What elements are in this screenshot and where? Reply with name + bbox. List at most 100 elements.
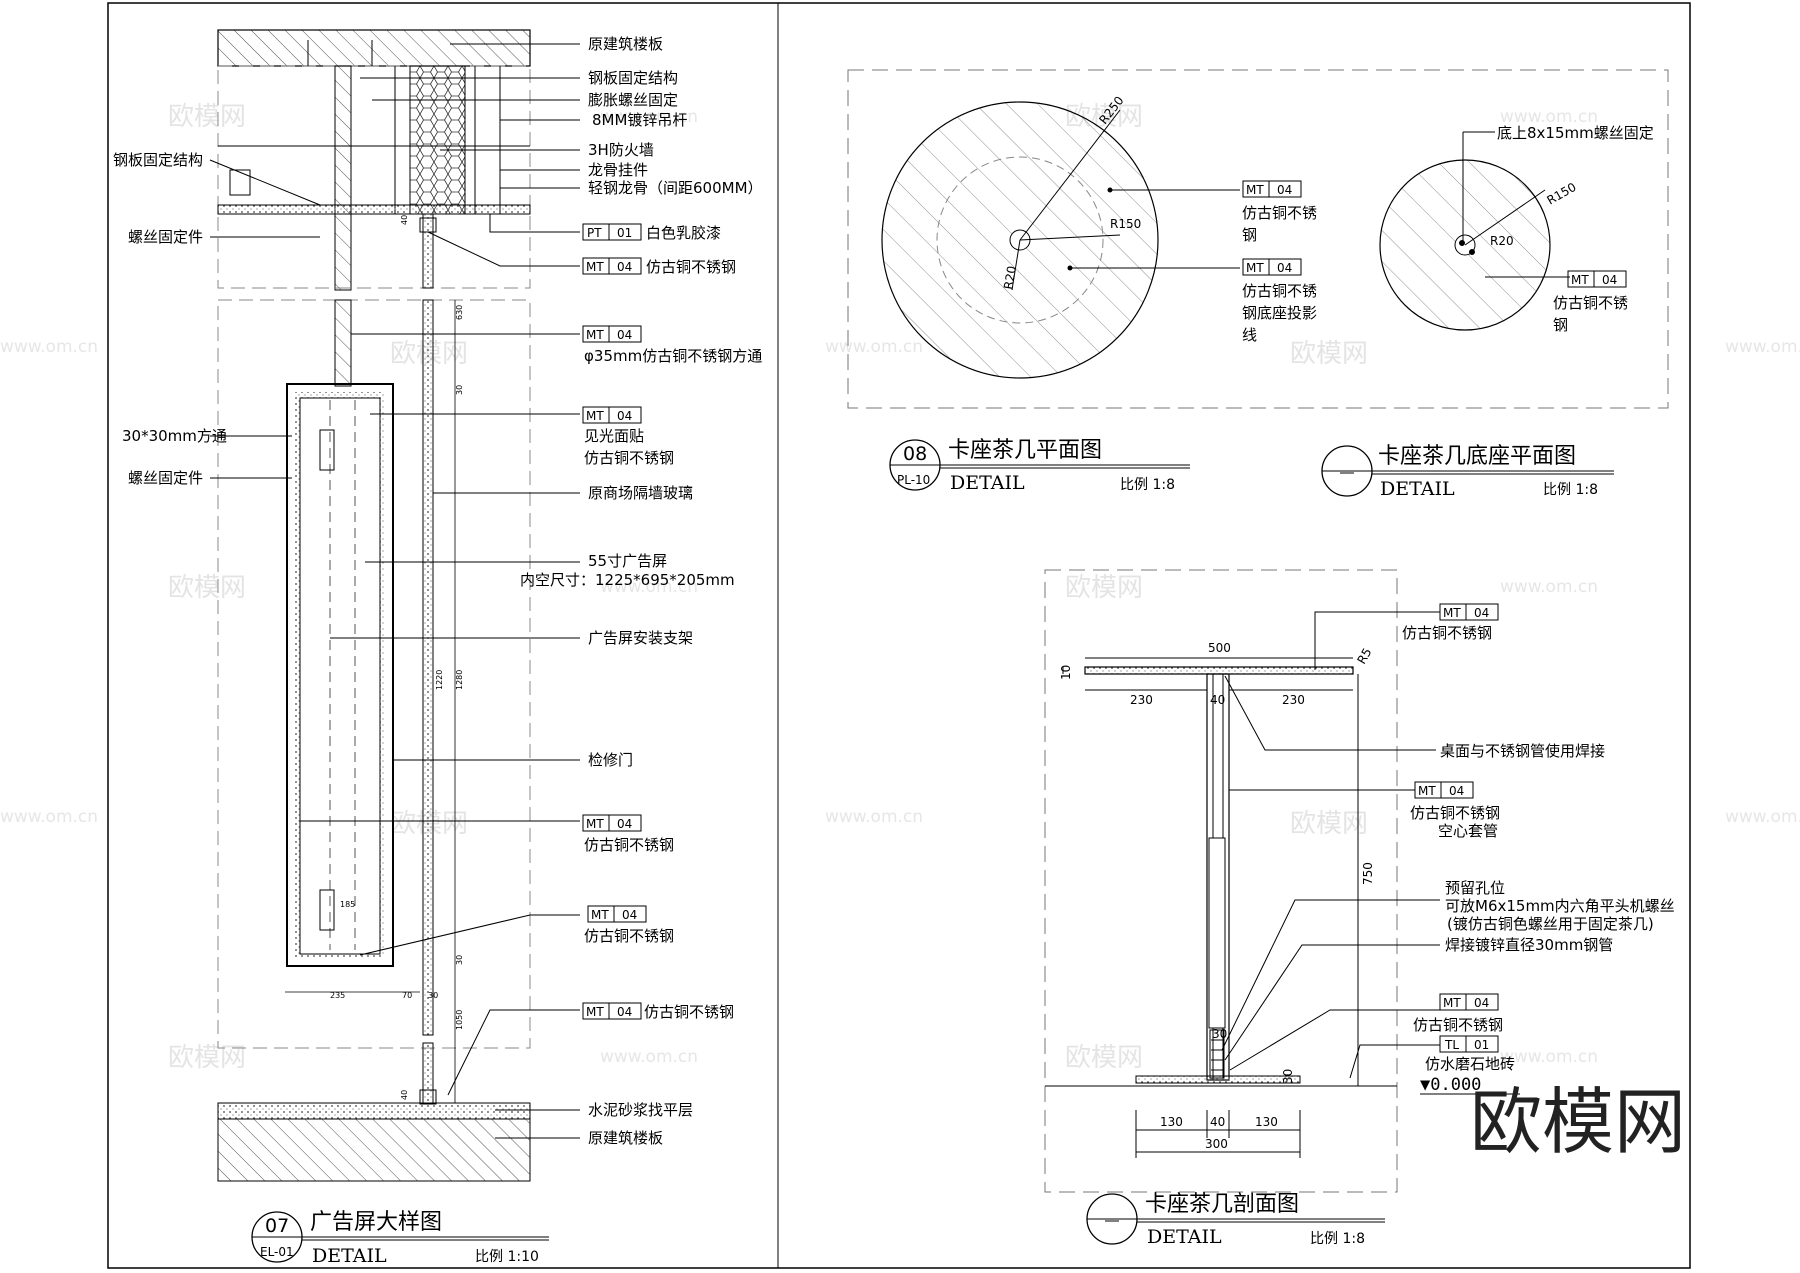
svg-text:可放M6x15mm内六角平头机螺丝: 可放M6x15mm内六角平头机螺丝 <box>1445 897 1675 915</box>
svg-text:1050: 1050 <box>455 1010 464 1030</box>
svg-text:230: 230 <box>1130 693 1153 707</box>
svg-text:仿古铜不锈钢: 仿古铜不锈钢 <box>1402 624 1492 642</box>
sheet-number: EL-01 <box>260 1245 294 1259</box>
firewall <box>409 65 466 215</box>
svg-text:DETAIL: DETAIL <box>1380 478 1455 500</box>
svg-text:预留孔位: 预留孔位 <box>1445 879 1505 897</box>
level-mark: ▼0.000 <box>1420 1075 1481 1095</box>
svg-text:MT: MT <box>1246 183 1264 197</box>
title-block-section: 卡座茶几剖面图 DETAIL 比例 1:8 <box>1086 1192 1385 1248</box>
svg-text:40: 40 <box>1210 1115 1225 1129</box>
plan-frame <box>847 69 1669 409</box>
svg-text:R150: R150 <box>1110 217 1141 231</box>
label-bronze-steel: 仿古铜不锈钢 <box>584 836 674 854</box>
svg-text:630: 630 <box>455 305 464 320</box>
svg-text:300: 300 <box>1205 1137 1228 1151</box>
hanger <box>229 169 251 196</box>
svg-text:30: 30 <box>1212 1027 1227 1041</box>
glass-wall <box>422 299 434 1036</box>
title-block-base: 卡座茶几底座平面图 DETAIL 比例 1:8 <box>1321 444 1614 500</box>
base-plan-drawing <box>1379 131 1570 331</box>
svg-text:30: 30 <box>428 991 438 1000</box>
label-glass: 原商场隔墙玻璃 <box>588 484 693 502</box>
tag-mt04: MT 04 仿古铜不锈钢 <box>582 257 736 276</box>
svg-text:04: 04 <box>1449 784 1464 798</box>
detail-08-drawing <box>881 101 1240 379</box>
svg-text:钢: 钢 <box>1242 226 1257 244</box>
svg-text:MT: MT <box>586 817 604 831</box>
label-steel-plate: 钢板固定结构 <box>588 69 678 87</box>
svg-text:04: 04 <box>1474 996 1489 1010</box>
svg-text:仿古铜不锈: 仿古铜不锈 <box>1242 204 1317 222</box>
svg-text:750: 750 <box>1361 862 1375 885</box>
svg-text:01: 01 <box>1474 1038 1489 1052</box>
tag-mt04: MT 04 仿古铜不锈 钢 <box>1553 270 1628 334</box>
svg-text:04: 04 <box>622 908 637 922</box>
label-screw-left-2: 螺丝固定件 <box>128 469 203 487</box>
svg-text:30: 30 <box>1281 1069 1295 1084</box>
label-weld: 桌面与不锈钢管使用焊接 <box>1440 742 1605 760</box>
watermark-url: www.om.cn <box>0 807 98 827</box>
table-top <box>1084 666 1354 675</box>
svg-text:钢: 钢 <box>1553 316 1568 334</box>
svg-text:MT: MT <box>1246 261 1264 275</box>
label-visible-face: 见光面贴 <box>584 427 644 445</box>
svg-text:MT: MT <box>586 1005 604 1019</box>
section-labels: MT 04 仿古铜不锈钢 桌面与不锈钢管使用焊接 MT 04 仿古铜不锈钢 空心… <box>1059 603 1675 1151</box>
label-slab-top: 原建筑楼板 <box>588 35 663 53</box>
inner-sleeve <box>1208 837 1226 1029</box>
bottom-slab <box>217 1118 531 1182</box>
tag-mt04: MT 04 仿古铜不锈钢 <box>1413 993 1503 1034</box>
label-slab-bottom: 原建筑楼板 <box>588 1129 663 1147</box>
steel-plate <box>334 299 352 387</box>
section-dimensions: 500 230 40 230 10 R5 750 30 30 130 40 13… <box>1059 641 1375 1151</box>
svg-text:230: 230 <box>1282 693 1305 707</box>
svg-text:130: 130 <box>1160 1115 1183 1129</box>
label-visible-face-material: 仿古铜不锈钢 <box>584 449 674 467</box>
svg-text:04: 04 <box>617 817 632 831</box>
tag-mt04: MT 04 仿古铜不锈 钢 <box>1242 180 1317 244</box>
label-light-keel: 轻钢龙骨（间距600MM） <box>588 179 763 197</box>
svg-text:R150: R150 <box>1545 180 1579 208</box>
detail-07-dimensions: 40 630 30 1220 1280 30 1050 40 185 235 7… <box>330 215 464 1100</box>
label-access-door: 检修门 <box>588 751 633 769</box>
svg-text:MT: MT <box>1443 606 1461 620</box>
svg-text:04: 04 <box>617 328 632 342</box>
detail-number: 07 <box>265 1215 289 1237</box>
watermarks: 欧模网 www.om.cn 欧模网 www.om.cn www.om.cn 欧模… <box>0 102 1800 1073</box>
label-expansion-bolt: 膨胀螺丝固定 <box>588 91 678 109</box>
screen-cabinet <box>286 383 394 967</box>
label-terrazzo: 仿水磨石地砖 <box>1425 1055 1515 1073</box>
title-block-07: 07 EL-01 广告屏大样图 DETAIL 比例 1:10 <box>251 1210 549 1267</box>
svg-text:仿古铜不锈钢: 仿古铜不锈钢 <box>1413 1016 1503 1034</box>
watermark-url: www.om.cn <box>600 577 698 597</box>
detail-07-drawing <box>217 29 531 1182</box>
watermark-url: www.om.cn <box>825 337 923 357</box>
section-frame <box>217 299 531 1049</box>
svg-text:空心套管: 空心套管 <box>1438 822 1498 840</box>
svg-text:MT: MT <box>586 409 604 423</box>
svg-text:30: 30 <box>455 955 464 965</box>
svg-text:70: 70 <box>402 991 412 1000</box>
base-projection <box>936 156 1104 324</box>
svg-text:PL-10: PL-10 <box>897 473 930 487</box>
svg-text:R5: R5 <box>1354 646 1374 667</box>
watermark-brand: 欧模网 <box>1065 573 1143 603</box>
label-steel-plate-left: 钢板固定结构 <box>113 151 203 169</box>
watermark-url: www.om.cn <box>1500 1047 1598 1067</box>
svg-text:DETAIL: DETAIL <box>950 472 1025 494</box>
svg-text:01: 01 <box>617 226 632 240</box>
detail-scale: 比例 1:10 <box>475 1249 539 1265</box>
svg-text:40: 40 <box>400 1090 409 1100</box>
watermark-url: www.om.cn <box>1725 337 1800 357</box>
ceiling-board <box>217 204 531 215</box>
label-cement: 水泥砂浆找平层 <box>588 1101 693 1119</box>
label-pipe: φ35mm仿古铜不锈钢方通 <box>584 347 762 365</box>
detail-caption: DETAIL <box>312 1245 387 1267</box>
watermark-brand: 欧模网 <box>1290 339 1368 369</box>
watermark-brand: 欧模网 <box>168 102 246 132</box>
section-drawing <box>1045 611 1420 1158</box>
label-keel-hanger: 龙骨挂件 <box>588 161 648 179</box>
svg-text:04: 04 <box>1602 273 1617 287</box>
label-bolt-fix: 底上8x15mm螺丝固定 <box>1497 124 1654 142</box>
